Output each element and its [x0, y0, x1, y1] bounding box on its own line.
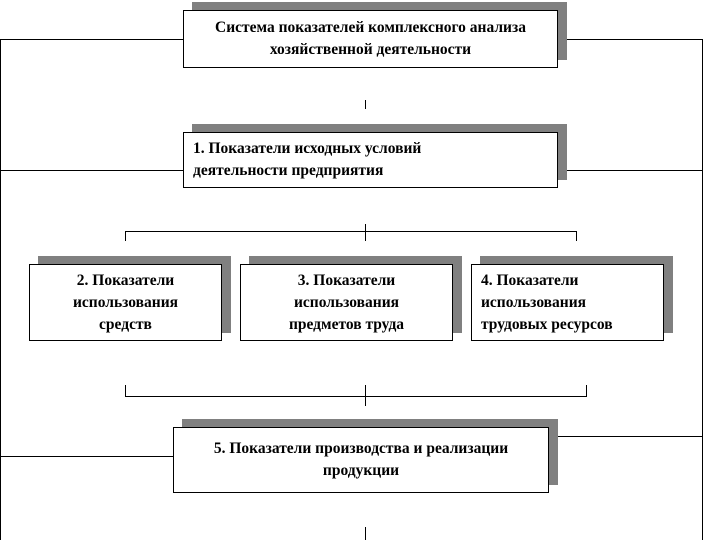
bottom-connector-tick — [365, 527, 366, 540]
top-to-b1-connector-tick — [365, 100, 366, 109]
outer-left-vertical-line — [0, 39, 1, 540]
b5-right-horizontal-line — [557, 436, 703, 437]
lower-bracket-center-tick — [365, 385, 366, 406]
production-and-sales-line-2: продукции — [322, 462, 400, 479]
objects-of-labor-line-1: 3. Показатели — [297, 271, 396, 289]
labor-resources-line-3: трудовых ресурсов — [481, 315, 613, 333]
upper-bracket-left-tick — [125, 231, 126, 241]
objects-of-labor-line-2: использования — [293, 293, 400, 311]
labor-resources-indicators-box: 4. Показатели использования трудовых рес… — [471, 264, 664, 341]
upper-bracket-right-tick — [576, 231, 577, 241]
lower-bracket-right-tick — [586, 385, 587, 397]
labor-resources-line-2: использования — [481, 293, 587, 311]
means-utilization-line-1: 2. Показатели — [76, 271, 175, 289]
means-utilization-line-3: средств — [99, 315, 152, 333]
lower-bracket-horizontal — [125, 396, 587, 397]
system-of-indicators-title-line-1: Система показателей комплексного анализа — [215, 19, 526, 36]
system-of-indicators-box: Система показателей комплексного анализа… — [183, 10, 558, 68]
system-of-indicators-title-line-2: хозяйственной деятельности — [269, 41, 472, 58]
upper-bracket-center-tick — [365, 224, 366, 241]
labor-resources-line-1: 4. Показатели — [481, 271, 579, 289]
b5-left-horizontal-line — [0, 456, 174, 457]
initial-conditions-line-1: 1. Показатели исходных условий — [193, 140, 422, 157]
production-and-sales-indicators-box: 5. Показатели производства и реализации … — [173, 427, 549, 493]
means-utilization-line-2: использования — [72, 293, 179, 311]
objects-of-labor-line-3: предметов труда — [288, 315, 405, 333]
objects-of-labor-indicators-box: 3. Показатели использования предметов тр… — [240, 264, 453, 341]
b1-left-horizontal-line — [0, 170, 184, 171]
upper-bracket-horizontal — [125, 231, 577, 232]
means-utilization-indicators-box: 2. Показатели использования средств — [29, 264, 222, 341]
production-and-sales-line-1: 5. Показатели производства и реализации — [213, 440, 509, 457]
lower-bracket-left-tick — [125, 385, 126, 397]
top-left-horizontal-line — [0, 39, 184, 40]
initial-conditions-indicators-box: 1. Показатели исходных условий деятельно… — [183, 132, 558, 188]
initial-conditions-line-2: деятельности предприятия — [193, 162, 384, 179]
b1-right-horizontal-line — [567, 170, 703, 171]
top-right-horizontal-line — [567, 39, 703, 40]
